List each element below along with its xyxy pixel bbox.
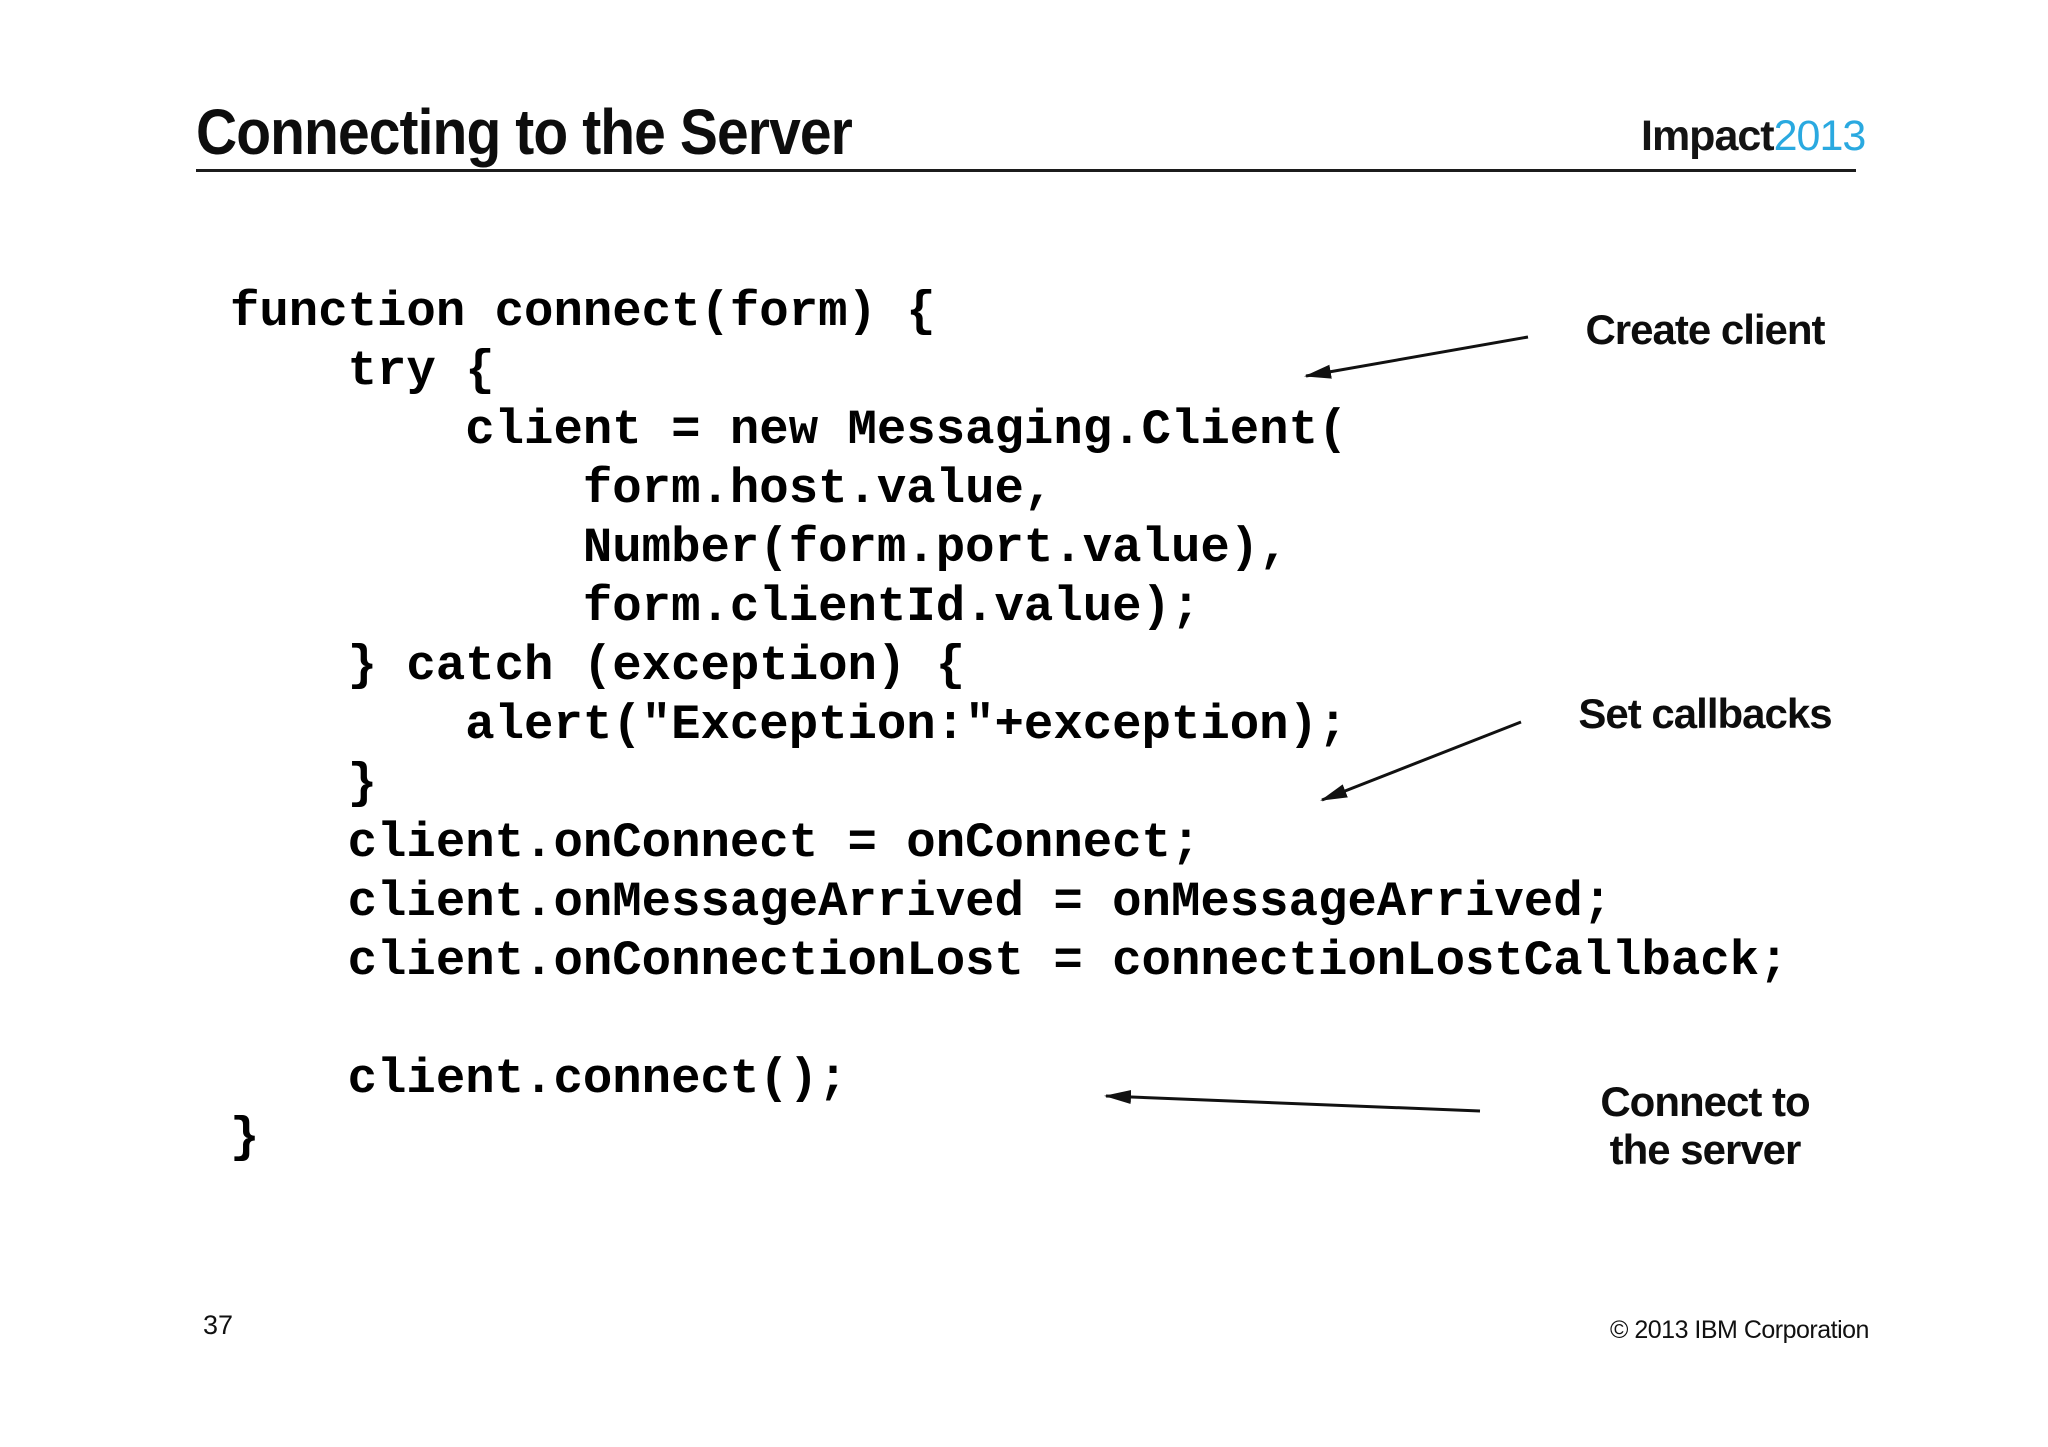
logo-brand-text: Impact (1641, 112, 1775, 160)
code-block: function connect(form) { try { client = … (230, 284, 1789, 1166)
annotation-connect-line1: Connect to (1600, 1078, 1810, 1125)
logo-year-text: 2013 (1773, 112, 1867, 160)
impact-2013-logo: Impact2013 (1641, 112, 1867, 160)
annotation-connect-server: Connect to the server (1545, 1078, 1865, 1174)
slide-title: Connecting to the Server (196, 96, 853, 168)
annotation-create-client: Create client (1585, 306, 1825, 353)
annotation-connect-line2: the server (1609, 1126, 1802, 1173)
header-divider-line (196, 169, 1856, 172)
page-number: 37 (203, 1310, 234, 1340)
copyright-notice: © 2013 IBM Corporation (1610, 1316, 1869, 1344)
annotation-set-callbacks: Set callbacks (1578, 690, 1832, 737)
